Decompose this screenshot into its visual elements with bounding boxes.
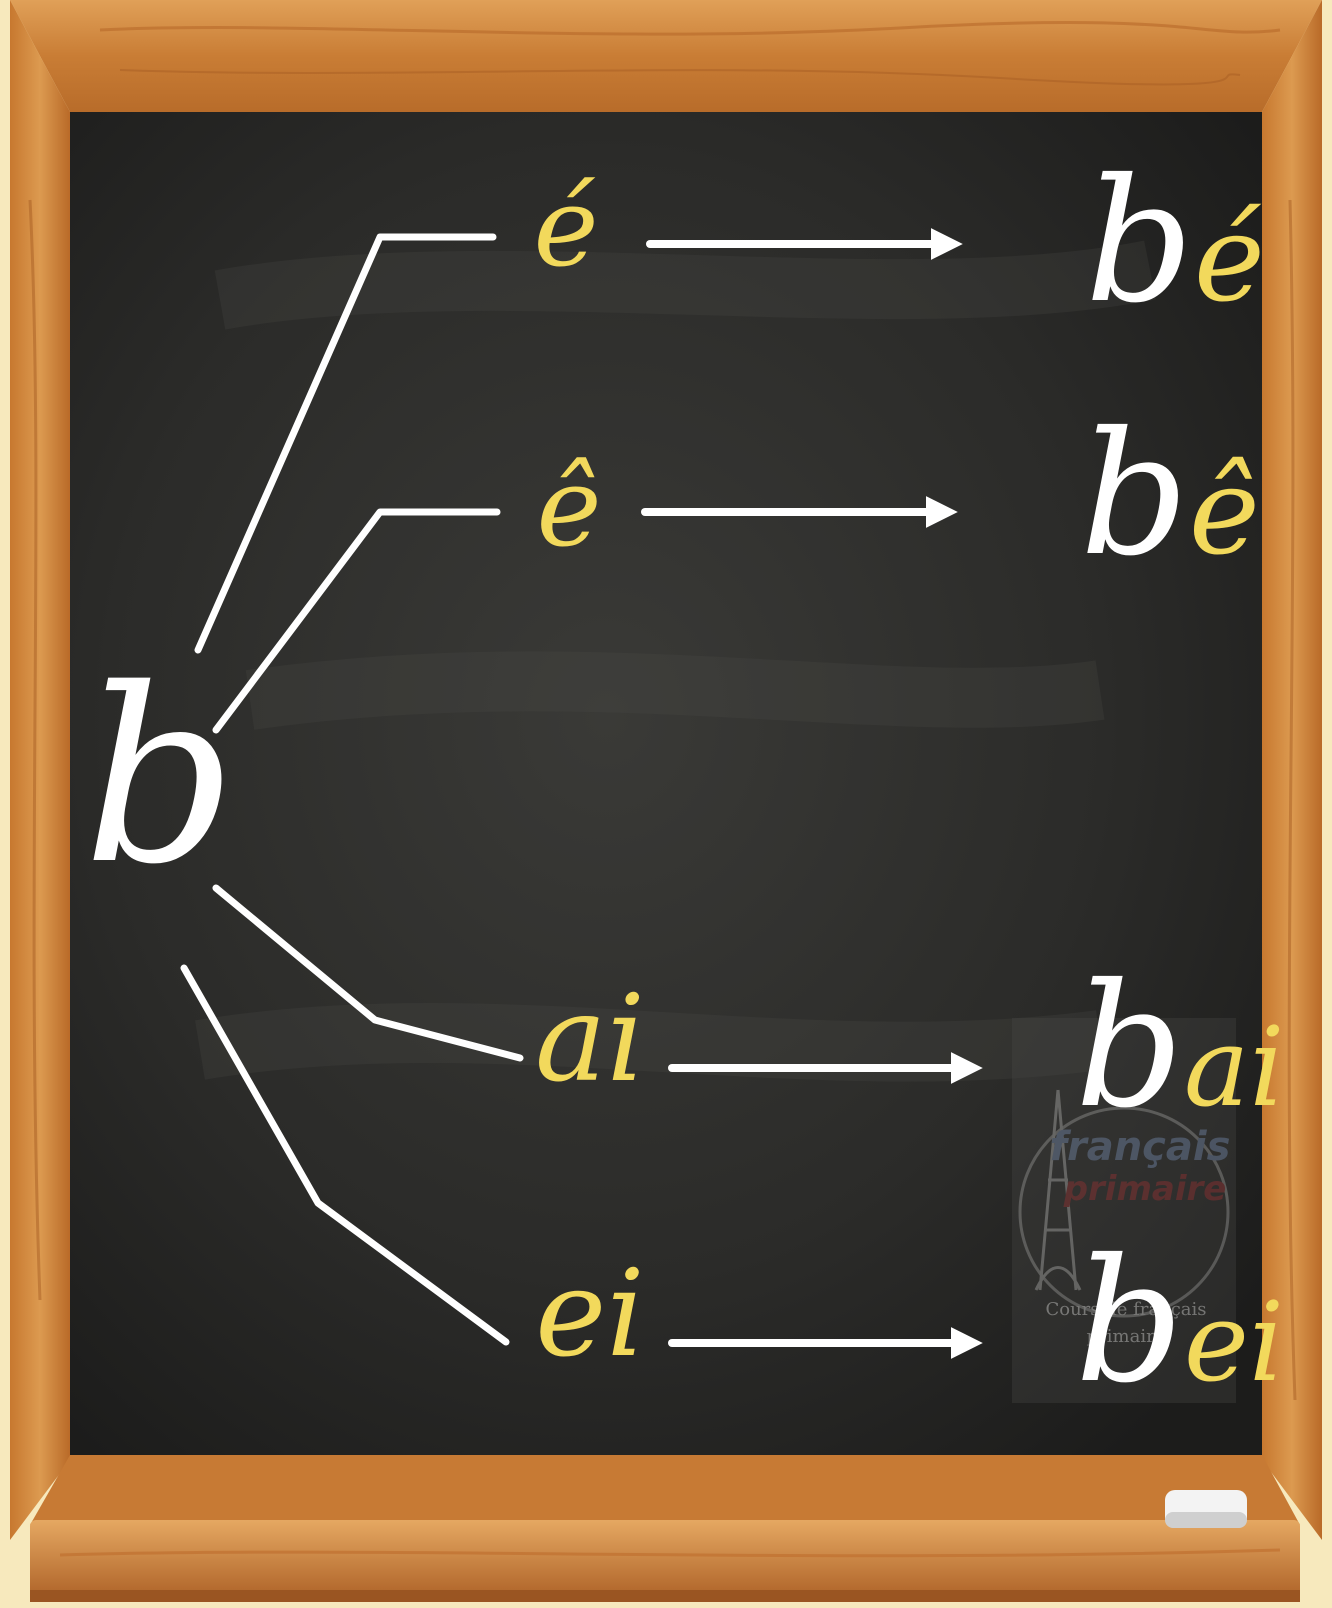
result-be-acute: bé [1085,143,1265,341]
vowel-ai: ai [535,970,645,1109]
vowel-e-acute: é [533,163,598,291]
result-bei: bei [1075,1223,1284,1421]
frame-bottom [30,1455,1300,1525]
connector-e-acute [194,233,497,654]
watermark-logo-line2: primaire [1063,1169,1227,1209]
frame-left [10,0,70,1540]
connector-ei [180,964,510,1346]
chalk-stick-icon [1165,1490,1247,1528]
watermark: français primaire Cours de français prim… [1012,1018,1236,1403]
result-vowel: ei [1184,1278,1284,1406]
result-vowel: ê [1189,443,1260,582]
result-consonant: b [1080,396,1189,594]
result-consonant: b [1075,1223,1184,1421]
watermark-caption-line1: Cours de français [1045,1299,1206,1320]
connector-e-circumflex [212,508,501,734]
frame-top [10,0,1322,112]
connector-ai [212,884,524,1062]
result-consonant: b [1075,948,1184,1146]
result-be-circumflex: bê [1080,396,1260,594]
connector-lines [180,233,524,1346]
result-consonant: b [1085,143,1194,341]
result-vowel: é [1194,190,1265,329]
watermark-logo-line1: français [1050,1124,1231,1170]
eiffel-tower-icon [1034,1089,1082,1291]
arrows [641,228,983,1359]
vowel-ei: ei [535,1245,644,1384]
result-vowel: ai [1184,1003,1285,1131]
chalk-tray [30,1520,1300,1596]
watermark-caption-line2: primaire [1087,1326,1166,1347]
vowel-e-circumflex: ê [536,443,601,571]
root-consonant: b [83,637,237,917]
result-bai: bai [1075,948,1285,1146]
